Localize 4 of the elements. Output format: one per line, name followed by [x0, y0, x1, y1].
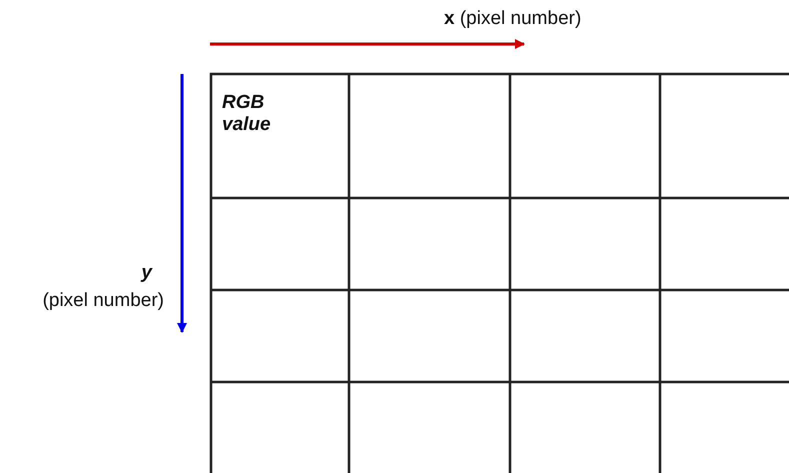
axis-label: x (pixel number) — [444, 8, 582, 30]
cell-text: RGB value — [222, 92, 272, 136]
axis-label: (pixel number) — [42, 290, 164, 312]
axis-label: y — [141, 262, 152, 284]
